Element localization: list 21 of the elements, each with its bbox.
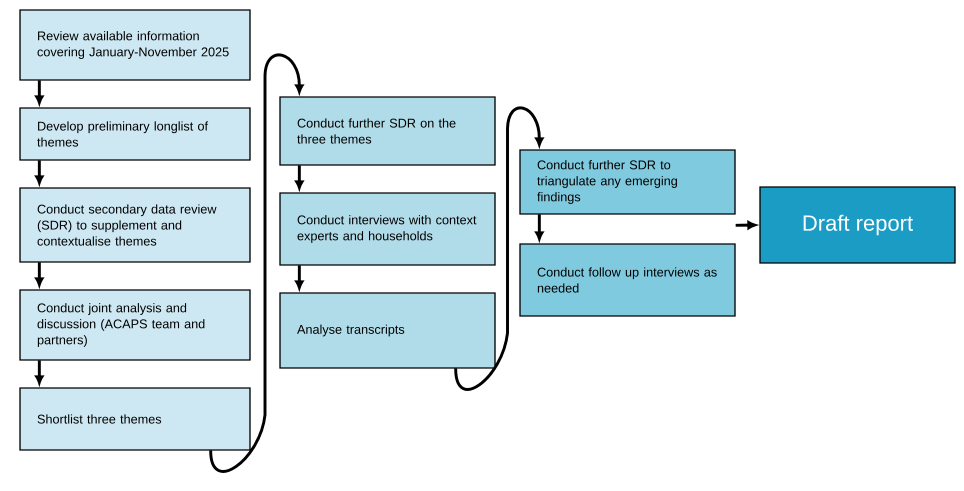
arrow [295,266,304,290]
arrow [209,54,304,473]
process-box: Develop preliminary longlist of themes [19,107,251,161]
arrow [35,360,44,384]
arrow [35,160,44,184]
arrow [35,80,44,104]
arrow [736,220,756,230]
process-box: Conduct interviews with context experts and households [279,192,496,266]
process-box: Conduct follow up interviews as needed [519,243,736,317]
process-box: Conduct secondary data review (SDR) to supplement and contextualise themes [19,187,251,263]
arrow [35,262,44,286]
process-box: Review available information covering January-November 2025 [19,9,251,81]
arrow [295,166,304,190]
process-box: Conduct further SDR on the three themes [279,96,496,166]
process-box: Conduct joint analysis and discussion (ACAPS team and partners) [19,289,251,361]
process-box: Analyse transcripts [279,292,496,369]
output-box: Draft report [759,186,956,264]
arrow [454,106,544,391]
process-box: Shortlist three themes [19,387,251,451]
arrow [535,214,544,240]
process-box: Conduct further SDR to triangulate any emerging findings [519,149,736,215]
